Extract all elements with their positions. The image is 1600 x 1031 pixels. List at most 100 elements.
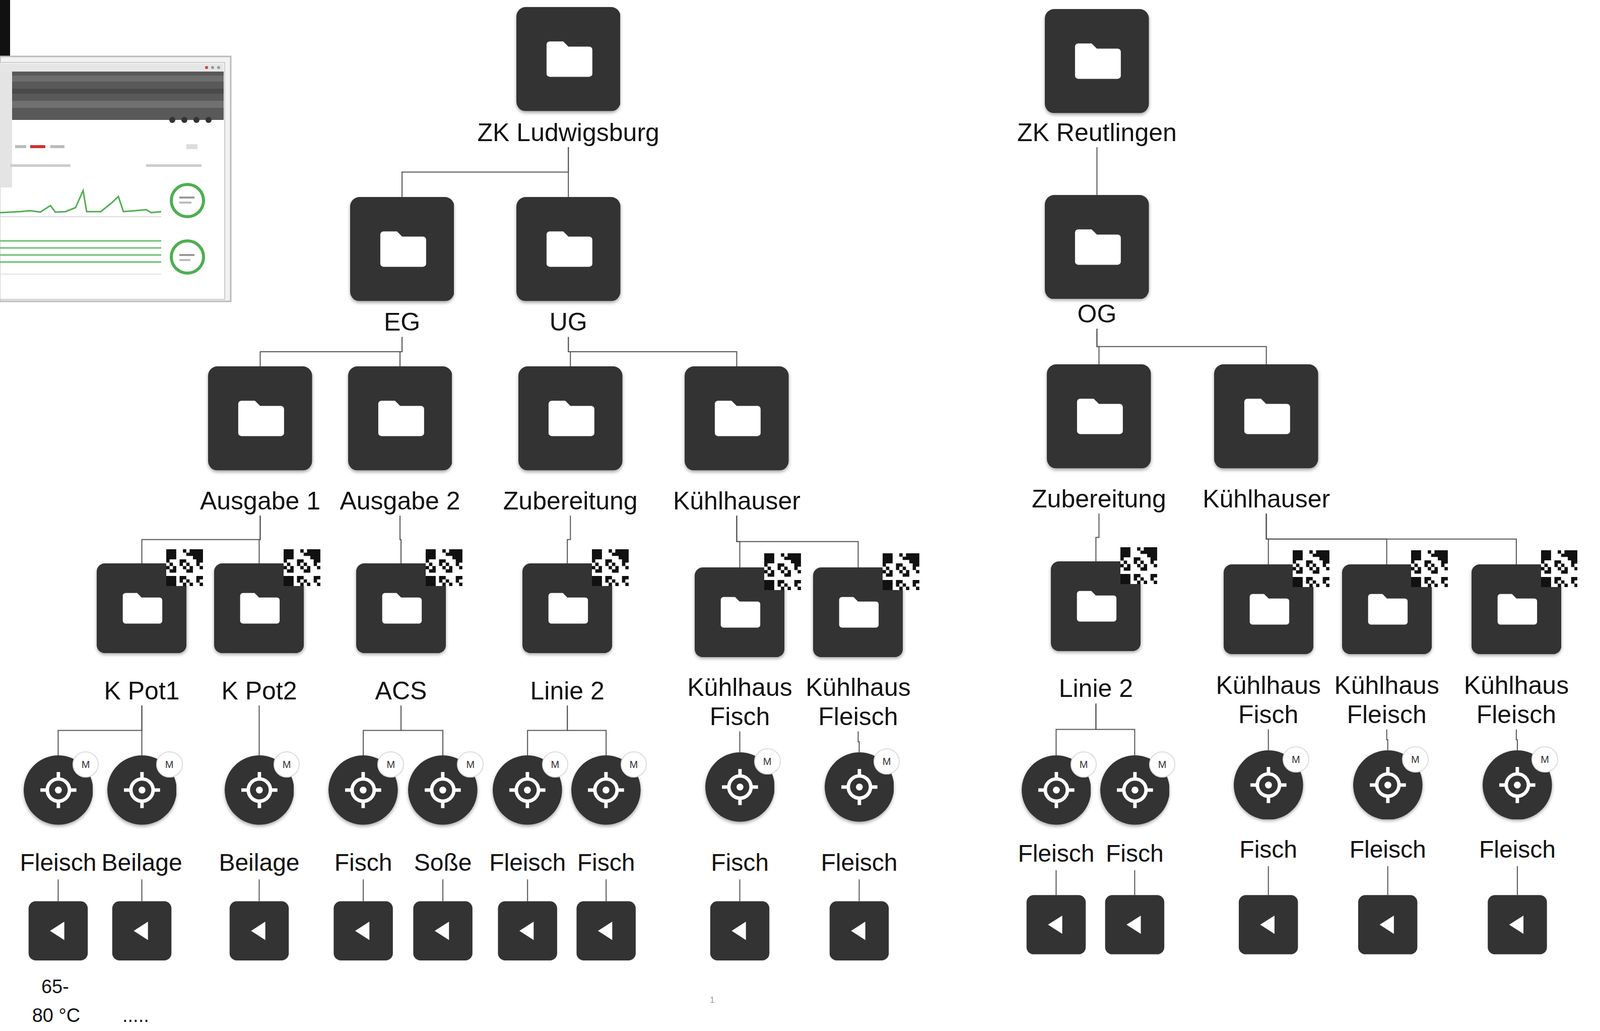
sensor-node: FleischM [18,755,98,877]
target-tick [1515,795,1519,804]
sensor-disc [824,752,895,822]
output-link [442,879,444,901]
target-ring [352,778,375,802]
target-tick [841,784,849,789]
output-link [605,879,607,901]
folder-label: EG [383,307,421,338]
node-icon [1044,9,1150,114]
target-tick [257,801,261,809]
output-link [1268,865,1270,896]
output-tile [333,901,393,961]
folder-label: Linie 2 [529,676,605,706]
target-tick [241,787,249,792]
folder-node: Ausgabe 2 [338,366,461,516]
target-tick [1067,787,1075,792]
folder-glyph [1367,593,1408,625]
sensor-label: Beilage [218,848,300,877]
target-dot [736,783,744,791]
m-badge: M [542,751,569,778]
sensor-node: SoßeM [407,755,479,877]
sensor-disc [1233,750,1304,820]
sensor-label: Soße [414,848,473,877]
folder-node: Linie 2 [1049,561,1142,704]
target-dot [54,786,62,794]
folder-label: ZK Ludwigsburg [477,118,660,148]
qr-ground [166,549,204,586]
folder-icon [350,196,455,302]
output-tile [229,901,289,961]
qr-cells [1292,550,1330,587]
target-tick [123,787,131,792]
target-ring [728,775,751,798]
target-tick [857,797,861,806]
icon-tile [350,196,455,302]
target-tick [1250,782,1258,787]
tree-connector [527,705,568,756]
qr-code [1541,550,1578,587]
target-tick [604,801,609,809]
target-ring [247,778,271,802]
target-tick [1385,766,1390,774]
output-link [362,879,364,901]
tree-connector [857,730,859,752]
play-glyph [434,921,449,940]
folder-glyph [546,231,593,267]
badge-letter: M [551,759,560,770]
output-link [258,879,260,901]
m-badge: M [1282,746,1310,773]
target-dot [1264,781,1273,789]
note-text: 65- [41,975,70,998]
tree-connector [739,730,741,752]
target-ring [1376,773,1399,796]
output-link [526,879,528,901]
target-tick [1385,795,1390,804]
sensor-disc [1353,750,1423,820]
play-glyph [850,921,865,940]
sensor-label: Fisch [334,848,393,877]
output-tile [829,901,889,961]
sensor-node: BeilageM [100,755,183,877]
folder-glyph [382,592,422,624]
sensor-label: Fleisch [1349,835,1427,863]
folder-node: K Pot1 [95,563,188,706]
node-icon [518,366,623,471]
qr-ground [1292,550,1330,587]
target-tick [1279,782,1287,787]
target-dot [138,786,146,794]
qr-code [764,553,802,590]
qr-ground [764,553,802,590]
m-badge: M [1402,746,1429,773]
output-link [1387,865,1389,896]
tree-connector [1386,728,1388,750]
node-icon [516,196,621,302]
folder-label: Kühlhaus Fleisch [1459,671,1573,729]
target-tick [1266,766,1271,774]
folder-node: ZK Reutlingen [1016,9,1178,148]
sensor-node: FischM [1099,755,1171,868]
target-tick [1266,795,1271,804]
folder-glyph [378,400,425,436]
target-tick [1398,782,1407,787]
target-tick [1369,782,1377,787]
badge-letter: M [386,759,395,770]
output-tile [576,901,636,961]
qr-cells [283,549,321,586]
sensor-label: Fleisch [19,848,97,877]
node-icon [348,366,453,471]
folder-node: Kühlhaus Fleisch [1329,564,1445,729]
target-tick [604,771,609,779]
output-tile [1026,894,1086,954]
badge-letter: M [1158,759,1167,770]
sensor-disc [705,752,775,822]
sensor-disc [408,755,478,825]
target-ring [1506,773,1529,796]
qr-ground [591,549,629,586]
tree-connector [1095,703,1135,756]
badge-letter: M [282,759,292,770]
target-tick [56,771,60,779]
m-badge: M [1531,746,1559,773]
folder-glyph [1249,593,1289,625]
icon-tile [1044,194,1150,300]
node-icon [684,366,789,471]
